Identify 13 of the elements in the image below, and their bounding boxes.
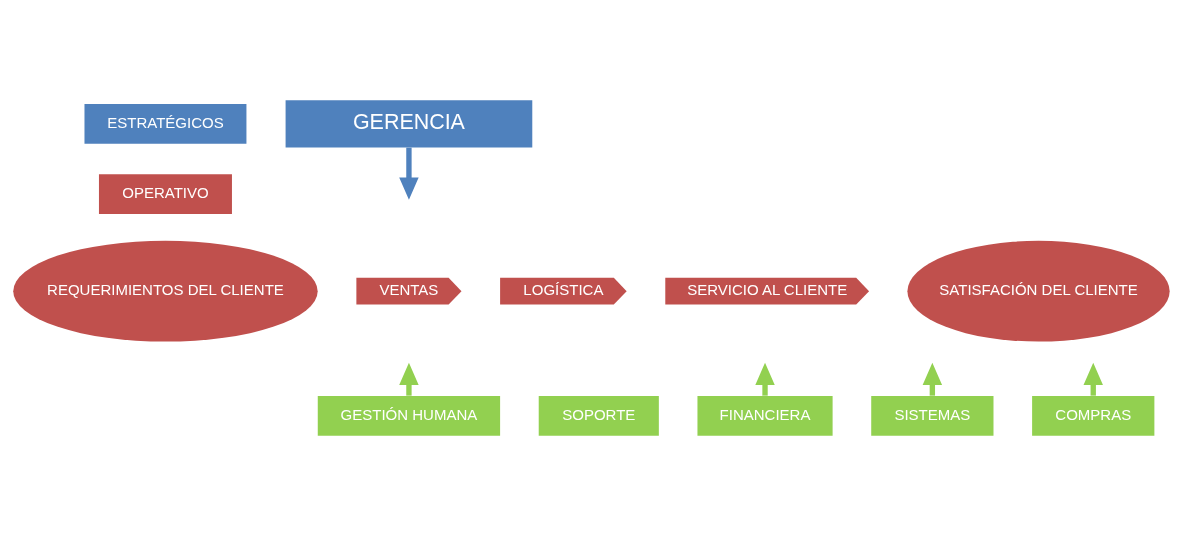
node-ellipse: SATISFACIÓN DEL CLIENTE xyxy=(907,240,1170,342)
arrow xyxy=(399,362,419,396)
arrow xyxy=(399,147,419,200)
node-box: SISTEMAS xyxy=(871,395,994,436)
node-box: COMPRAS xyxy=(1032,395,1155,436)
node-box: GESTIÓN HUMANA xyxy=(317,395,501,436)
node-box: FINANCIERA xyxy=(697,395,833,436)
node-box: SOPORTE xyxy=(538,395,659,436)
arrow xyxy=(755,362,775,396)
node-box: ESTRATÉGICOS xyxy=(84,103,247,144)
node-ellipse: REQUERIMIENTOS DEL CLIENTE xyxy=(13,240,318,342)
node-box: GERENCIA xyxy=(285,99,533,147)
node-box: OPERATIVO xyxy=(98,173,232,214)
